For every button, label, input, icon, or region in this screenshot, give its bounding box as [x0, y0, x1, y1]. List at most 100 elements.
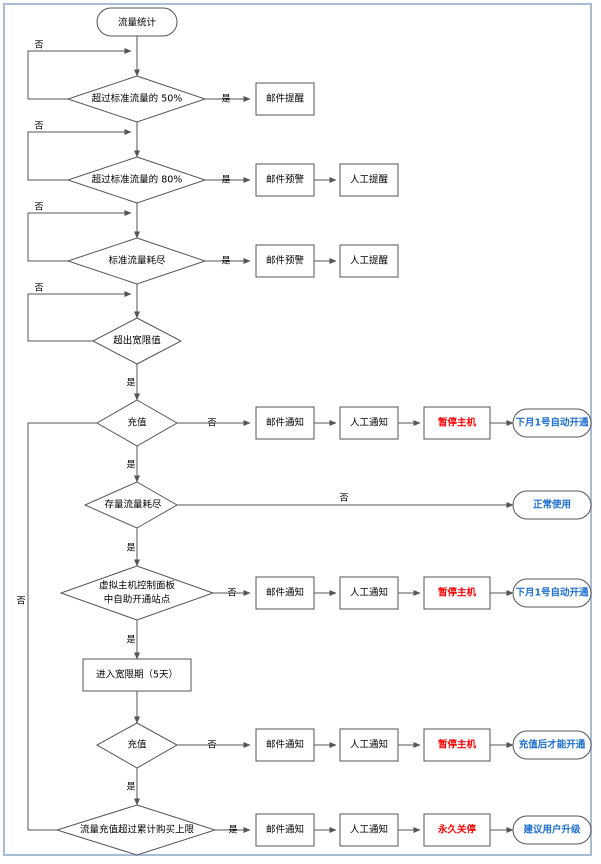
manual-notice-1-shape: [339, 406, 399, 440]
edge-label-no-recharge1: 否: [207, 418, 216, 429]
node-mail-remind[interactable]: 邮件提醒: [255, 82, 315, 116]
auto-open-2-label: 下月1号自动开通: [515, 587, 589, 599]
edge-label-no-long-left: 否: [16, 596, 25, 607]
mail-notice-3-label: 邮件通知: [266, 739, 304, 751]
decision-80-label: 超过标准流量的 80%: [92, 174, 183, 186]
manual-notice-2-label: 人工通知: [350, 587, 388, 599]
node-mail-warn-1[interactable]: 邮件预警: [255, 163, 315, 197]
auto-open-1-label: 下月1号自动开通: [515, 417, 589, 429]
normal-use-label: 正常使用: [533, 499, 571, 511]
node-mail-notice-3[interactable]: 邮件通知: [255, 728, 315, 762]
manual-remind-2-shape: [339, 244, 399, 278]
edge-label-yes-50: 是: [221, 94, 230, 105]
mail-notice-1-label: 邮件通知: [266, 417, 304, 429]
node-suspend-1[interactable]: 暂停主机: [423, 406, 491, 440]
node-manual-notice-2[interactable]: 人工通知: [339, 576, 399, 610]
auto-open-1-shape: [512, 408, 592, 438]
node-decision-std-used[interactable]: 标准流量耗尽: [66, 237, 207, 285]
mail-warn-1-shape: [255, 163, 315, 197]
auto-open-2-shape: [512, 578, 592, 608]
edge-label-no-recharge2: 否: [207, 740, 216, 751]
suspend-3-label: 暂停主机: [438, 739, 477, 751]
node-mail-warn-2[interactable]: 邮件预警: [255, 244, 315, 278]
node-decision-recharge-2[interactable]: 充值: [95, 722, 179, 769]
edge-d50-no-loop: [27, 48, 132, 100]
node-decision-over-grace[interactable]: 超出宽限值: [91, 317, 183, 365]
mail-warn-2-shape: [255, 244, 315, 278]
decision-stock-used-label: 存量流量耗尽: [104, 499, 162, 511]
mail-notice-3-shape: [255, 728, 315, 762]
node-mail-notice-2[interactable]: 邮件通知: [255, 576, 315, 610]
manual-notice-4-label: 人工通知: [350, 824, 388, 836]
node-suggest-upgrade[interactable]: 建议用户升级: [512, 815, 592, 845]
decision-panel-shape: [59, 565, 215, 621]
edge-labels: 否 是 否 是 否 是 否 是 否 是 否 是 否 是 否 是 否 是: [16, 40, 348, 836]
node-start[interactable]: 流量统计: [96, 7, 178, 37]
start-shape: [96, 7, 178, 37]
edge-label-yes-panel: 是: [126, 635, 135, 646]
node-decision-panel-selfservice[interactable]: 虚拟主机控制面板 中自助开通站点: [59, 565, 215, 621]
mail-remind-shape: [255, 82, 315, 116]
process-grace-period-label: 进入宽限期（5天）: [96, 669, 178, 681]
node-suspend-3[interactable]: 暂停主机: [423, 728, 491, 762]
permanent-stop-label: 永久关停: [437, 824, 477, 836]
decision-std-used-label: 标准流量耗尽: [108, 255, 166, 267]
mail-remind-label: 邮件提醒: [266, 93, 305, 105]
decision-recharge-1-shape: [95, 399, 179, 447]
edge-long-left-loop: [27, 422, 97, 831]
node-manual-remind-2[interactable]: 人工提醒: [339, 244, 399, 278]
edge-label-no-std: 否: [34, 202, 43, 213]
node-recharge-open[interactable]: 充值后才能开通: [512, 730, 592, 760]
manual-remind-2-label: 人工提醒: [350, 255, 389, 267]
normal-use-shape: [512, 490, 592, 520]
manual-notice-3-label: 人工通知: [350, 739, 388, 751]
edge-label-yes-std: 是: [221, 256, 230, 267]
page-frame-border: [3, 3, 592, 856]
edge-label-no-80: 否: [34, 121, 43, 132]
decision-recharge-1-label: 充值: [127, 417, 147, 429]
node-permanent-stop[interactable]: 永久关停: [423, 813, 491, 847]
manual-remind-1-label: 人工提醒: [350, 174, 389, 186]
node-mail-notice-1[interactable]: 邮件通知: [255, 406, 315, 440]
suggest-upgrade-label: 建议用户升级: [522, 824, 581, 836]
node-auto-open-1[interactable]: 下月1号自动开通: [512, 408, 592, 438]
manual-notice-1-label: 人工通知: [350, 417, 388, 429]
node-decision-80[interactable]: 超过标准流量的 80%: [66, 156, 207, 204]
edge-label-no-panel: 否: [227, 588, 236, 599]
manual-notice-2-shape: [339, 576, 399, 610]
node-auto-open-2[interactable]: 下月1号自动开通: [512, 578, 592, 608]
edge-label-yes-over-cap: 是: [228, 825, 237, 836]
node-decision-stock-used[interactable]: 存量流量耗尽: [83, 481, 179, 529]
suspend-1-shape: [423, 406, 491, 440]
edge-label-yes-80: 是: [221, 175, 230, 186]
mail-warn-1-label: 邮件预警: [266, 174, 305, 186]
edge-d80-no-loop: [27, 129, 132, 181]
decision-stock-used-shape: [83, 481, 179, 529]
node-suspend-2[interactable]: 暂停主机: [423, 576, 491, 610]
node-manual-notice-1[interactable]: 人工通知: [339, 406, 399, 440]
node-normal-use[interactable]: 正常使用: [512, 490, 592, 520]
node-manual-notice-3[interactable]: 人工通知: [339, 728, 399, 762]
node-process-grace-period[interactable]: 进入宽限期（5天）: [82, 658, 192, 692]
node-mail-notice-4[interactable]: 邮件通知: [255, 813, 315, 847]
node-manual-notice-4[interactable]: 人工通知: [339, 813, 399, 847]
decision-std-used-shape: [66, 237, 207, 285]
node-manual-remind-1[interactable]: 人工提醒: [339, 163, 399, 197]
manual-remind-1-shape: [339, 163, 399, 197]
manual-notice-3-shape: [339, 728, 399, 762]
decision-over-grace-shape: [91, 317, 183, 365]
decision-50-label: 超过标准流量的 50%: [92, 93, 183, 105]
mail-notice-1-shape: [255, 406, 315, 440]
decision-recharge-2-label: 充值: [127, 739, 147, 751]
node-decision-50[interactable]: 超过标准流量的 50%: [66, 75, 207, 123]
decision-recharge-2-shape: [95, 722, 179, 769]
node-decision-recharge-1[interactable]: 充值: [95, 399, 179, 447]
decision-over-grace-label: 超出宽限值: [113, 335, 161, 347]
edge-std-no-loop: [27, 210, 132, 262]
edge-label-yes-stock: 是: [126, 543, 135, 554]
node-decision-over-cap[interactable]: 流量充值超过累计购买上限: [55, 804, 217, 856]
suspend-2-label: 暂停主机: [438, 587, 477, 599]
connectors: [27, 36, 514, 833]
permanent-stop-shape: [423, 813, 491, 847]
